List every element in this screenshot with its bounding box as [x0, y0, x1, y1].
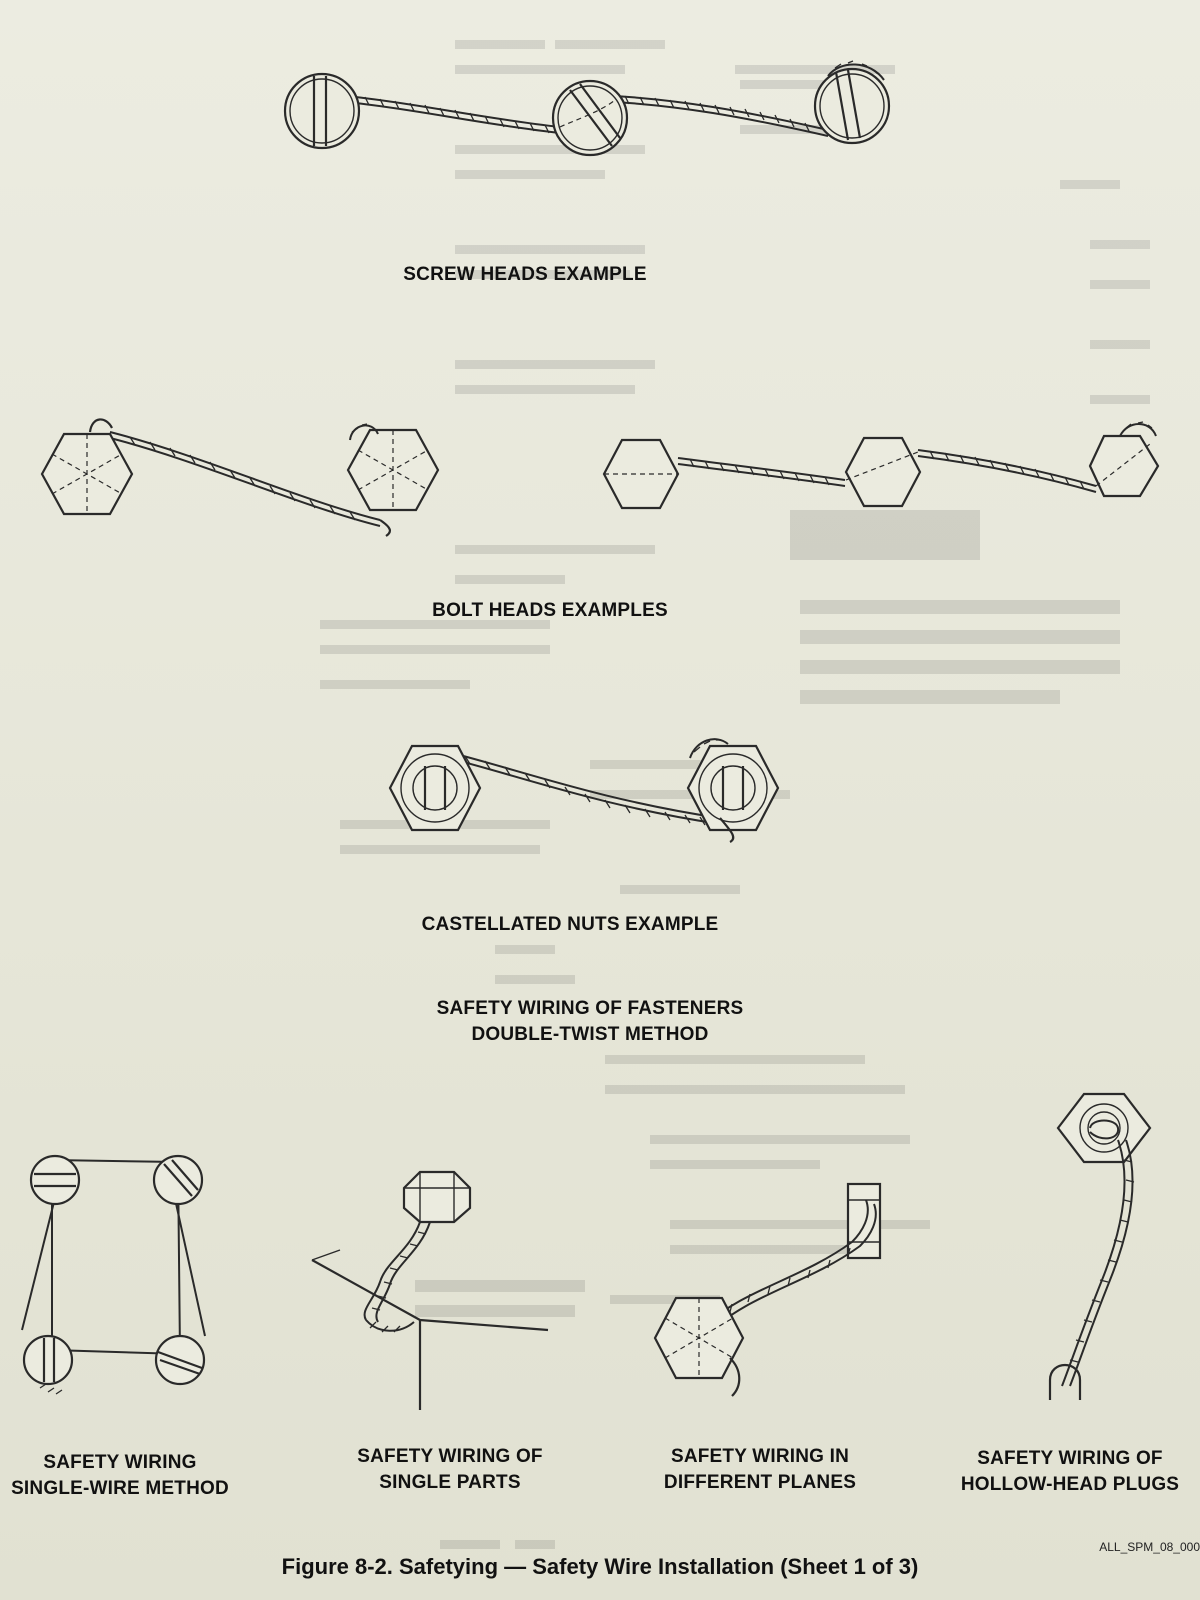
single-wire-drawing	[21, 1154, 206, 1395]
caption-different-planes-line1: SAFETY WIRING IN	[670, 1446, 850, 1467]
caption-double-twist-line2: DOUBLE-TWIST METHOD	[471, 1024, 709, 1045]
caption-hollow-head: SAFETY WIRING OF HOLLOW-HEAD PLUGS	[940, 1446, 1200, 1498]
caption-single-parts: SAFETY WIRING OF SINGLE PARTS	[320, 1444, 580, 1496]
caption-single-parts-line2: SINGLE PARTS	[379, 1472, 521, 1493]
caption-screw-heads: SCREW HEADS EXAMPLE	[403, 264, 647, 285]
bolt-heads-right-drawing	[602, 421, 1160, 510]
caption-different-planes: SAFETY WIRING IN DIFFERENT PLANES	[630, 1444, 890, 1496]
caption-single-wire-line1: SAFETY WIRING	[43, 1452, 197, 1473]
caption-different-planes-line2: DIFFERENT PLANES	[663, 1472, 857, 1493]
bolt-heads-left-drawing	[40, 418, 440, 537]
caption-bolt-heads: BOLT HEADS EXAMPLES	[432, 600, 668, 621]
caption-castellated-nuts: CASTELLATED NUTS EXAMPLE	[421, 914, 719, 935]
caption-double-twist-line1: SAFETY WIRING OF FASTENERS	[436, 998, 744, 1019]
different-planes-drawing	[653, 1182, 882, 1397]
figure-code: ALL_SPM_08_000	[1099, 1540, 1200, 1554]
caption-hollow-head-line2: HOLLOW-HEAD PLUGS	[960, 1474, 1180, 1495]
castellated-nuts-drawing	[388, 738, 780, 843]
caption-single-parts-line1: SAFETY WIRING OF	[357, 1446, 543, 1467]
single-parts-drawing	[311, 1170, 549, 1410]
caption-double-twist: SAFETY WIRING OF FASTENERS DOUBLE-TWIST …	[395, 996, 785, 1048]
screw-heads-drawing	[283, 60, 891, 157]
caption-single-wire: SAFETY WIRING SINGLE-WIRE METHOD	[0, 1450, 240, 1502]
hollow-head-drawing	[1048, 1092, 1152, 1400]
caption-single-wire-line2: SINGLE-WIRE METHOD	[11, 1478, 229, 1499]
caption-hollow-head-line1: SAFETY WIRING OF	[977, 1448, 1163, 1469]
figure-title: Figure 8-2. Safetying — Safety Wire Inst…	[281, 1554, 919, 1579]
